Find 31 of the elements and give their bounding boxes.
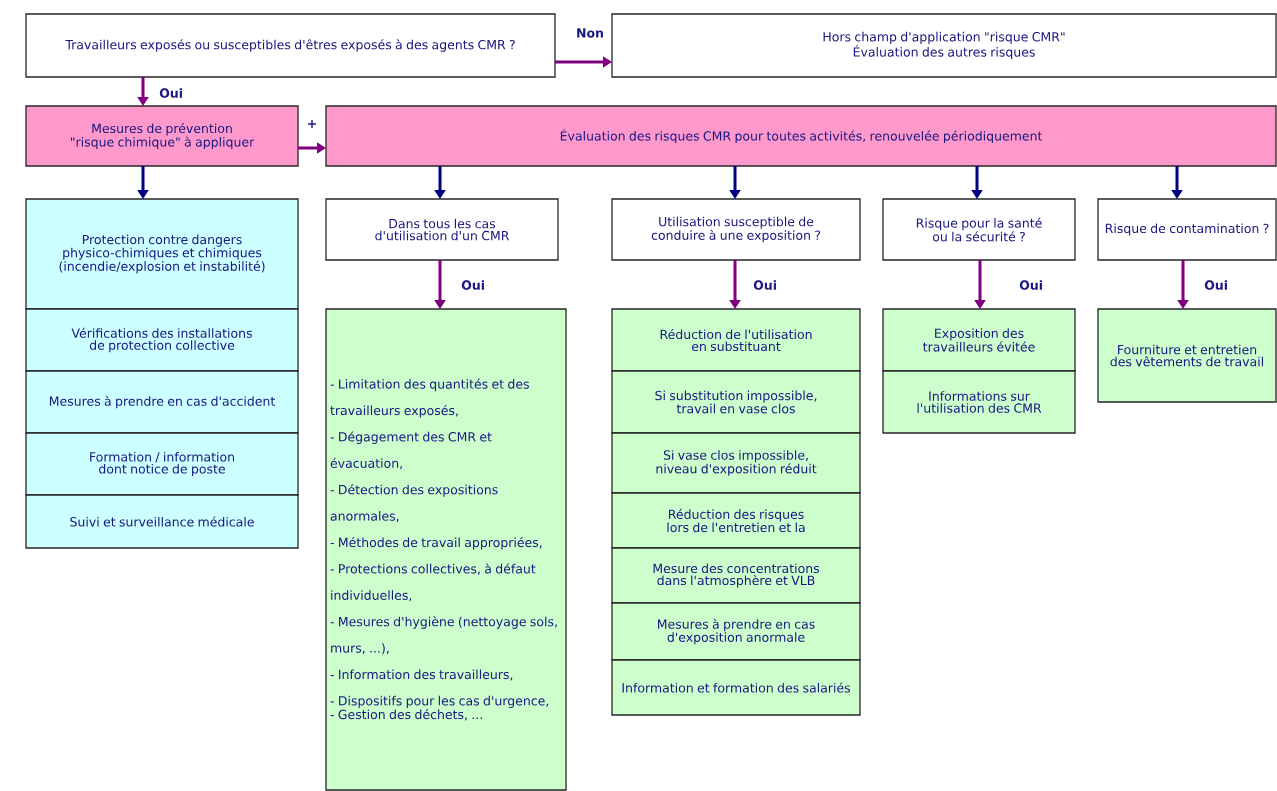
measure-box: Fourniture et entretien des vêtements de travail	[1097, 308, 1277, 403]
question-box: Risque pour la santé ou la sécurité ?	[882, 198, 1076, 261]
edge-label: +	[305, 119, 319, 129]
question-box: Risque de contamination ?	[1097, 198, 1277, 261]
edge-label: Oui	[752, 279, 778, 291]
measure-box: Protection contre dangers physico-chimiques et chimiques (incendie/explosion et instabilité)	[25, 198, 299, 310]
measure-box: Information et formation des salariés	[611, 659, 861, 716]
measure-box: Informations sur l'utilisation des CMR	[882, 370, 1076, 434]
process-box: Mesures de prévention "risque chimique" à appliquer	[25, 105, 299, 167]
measure-box: Formation / information dont notice de poste	[25, 432, 299, 496]
edge-label: Oui	[1203, 279, 1229, 291]
measure-box: Si substitution impossible, travail en vase clos	[611, 370, 861, 434]
measure-box: Réduction de l'utilisation en substituant	[611, 308, 861, 372]
edge-label: Oui	[1018, 279, 1044, 291]
measure-box: Si vase clos impossible, niveau d'exposition réduit	[611, 432, 861, 494]
question-box: Travailleurs exposés ou susceptibles d'êtres exposés à des agents CMR ?	[25, 13, 556, 78]
process-box: Évaluation des risques CMR pour toutes activités, renouvelée périodiquement	[325, 105, 1277, 167]
measure-box: Mesures à prendre en cas d'exposition anormale	[611, 602, 861, 661]
measure-box: Mesures à prendre en cas d'accident	[25, 370, 299, 434]
edge-label: Oui	[460, 279, 486, 291]
measure-box: Mesure des concentrations dans l'atmosphère et VLB	[611, 547, 861, 604]
measure-box: Vérifications des installations de protection collective	[25, 308, 299, 372]
measure-box: Exposition des travailleurs évitée	[882, 308, 1076, 372]
question-box: Dans tous les cas d'utilisation d'un CMR	[325, 198, 559, 261]
question-box: Utilisation susceptible de conduire à une exposition ?	[611, 198, 861, 261]
measure-list-box: - Limitation des quantités et des travailleurs exposés, - Dégagement des CMR et évacuation, - Détection des expositions anormales, - Méthodes de travail appropriées, - Protections collectives, à défaut individuelles, - Mesures d'hygiène (nettoyage sols, murs, ...), - Information des travailleurs, - Dispositifs pour les cas d'urgence, - Gestion des déchets, ...	[325, 308, 567, 791]
measure-box: Suivi et surveillance médicale	[25, 494, 299, 549]
edge-label: Oui	[158, 87, 184, 99]
edge-label: Non	[575, 27, 605, 39]
measure-box: Réduction des risques lors de l'entretien et la	[611, 492, 861, 549]
process-box: Hors champ d'application "risque CMR" Évaluation des autres risques	[611, 13, 1277, 78]
